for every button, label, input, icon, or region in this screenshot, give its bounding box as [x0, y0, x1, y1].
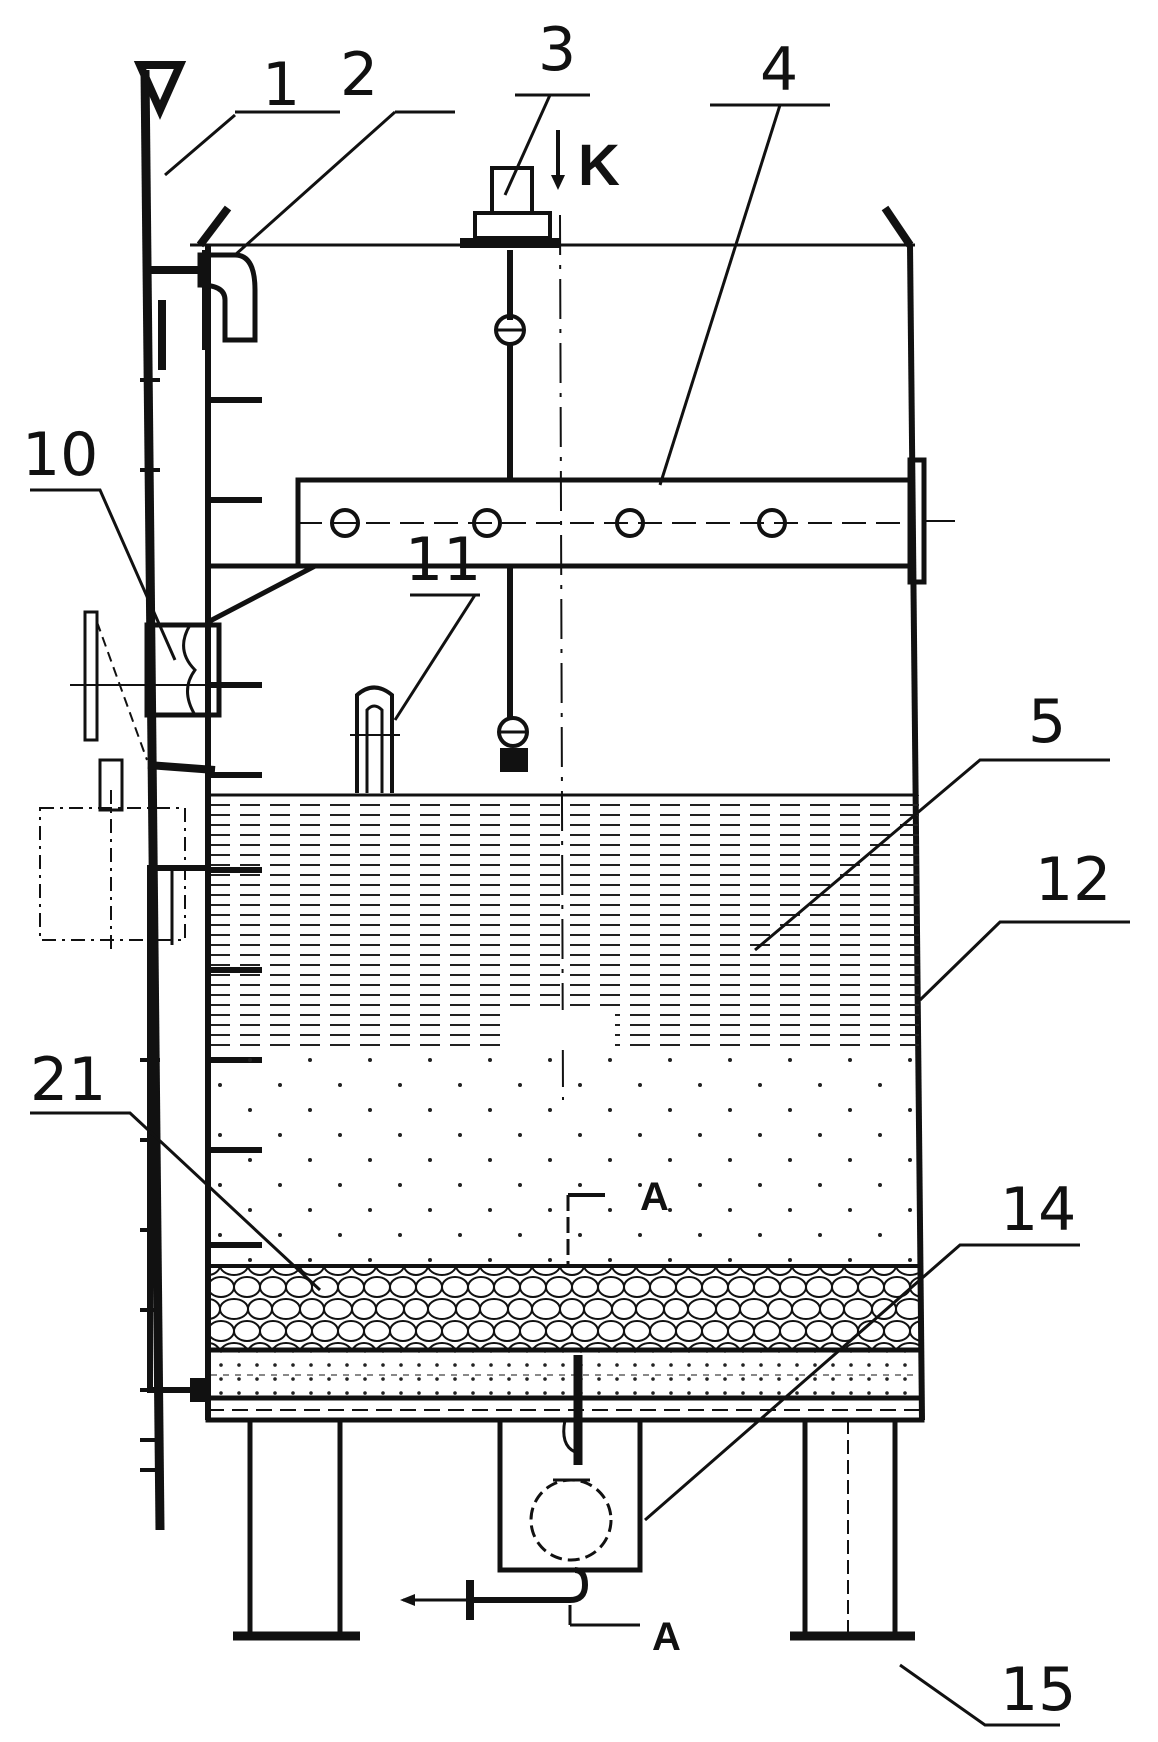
- section-marker-top: A: [640, 1175, 669, 1219]
- ladder-pipe: [133, 61, 187, 1531]
- drain-box: [400, 1355, 643, 1627]
- label-part-5: 5: [1028, 687, 1066, 757]
- view-marker-k: K: [578, 133, 620, 198]
- section-marker-bottom: A: [652, 1615, 681, 1659]
- gravel-layer: [211, 1266, 921, 1350]
- inlet-elbow: [150, 250, 258, 370]
- label-part-15: 15: [1000, 1655, 1076, 1725]
- label-part-14: 14: [1000, 1175, 1076, 1245]
- leader-lines: [30, 93, 1130, 1727]
- label-part-10: 10: [22, 420, 98, 490]
- liquid-layer: [211, 795, 919, 1048]
- support-legs: [233, 1417, 915, 1641]
- section-line-top: [566, 1193, 605, 1266]
- label-part-12: 12: [1035, 845, 1111, 915]
- label-part-2: 2: [340, 40, 378, 110]
- side-equipment: [39, 610, 260, 1402]
- label-part-3: 3: [538, 15, 576, 85]
- label-part-21: 21: [30, 1045, 106, 1115]
- label-part-4: 4: [760, 35, 798, 105]
- distributor-beam: [206, 457, 955, 625]
- label-part-11: 11: [405, 525, 481, 595]
- view-arrow: [551, 130, 565, 190]
- label-part-1: 1: [262, 50, 300, 120]
- sand-layer: [211, 1048, 921, 1266]
- drive-unit: [460, 166, 560, 772]
- probe: [350, 685, 400, 793]
